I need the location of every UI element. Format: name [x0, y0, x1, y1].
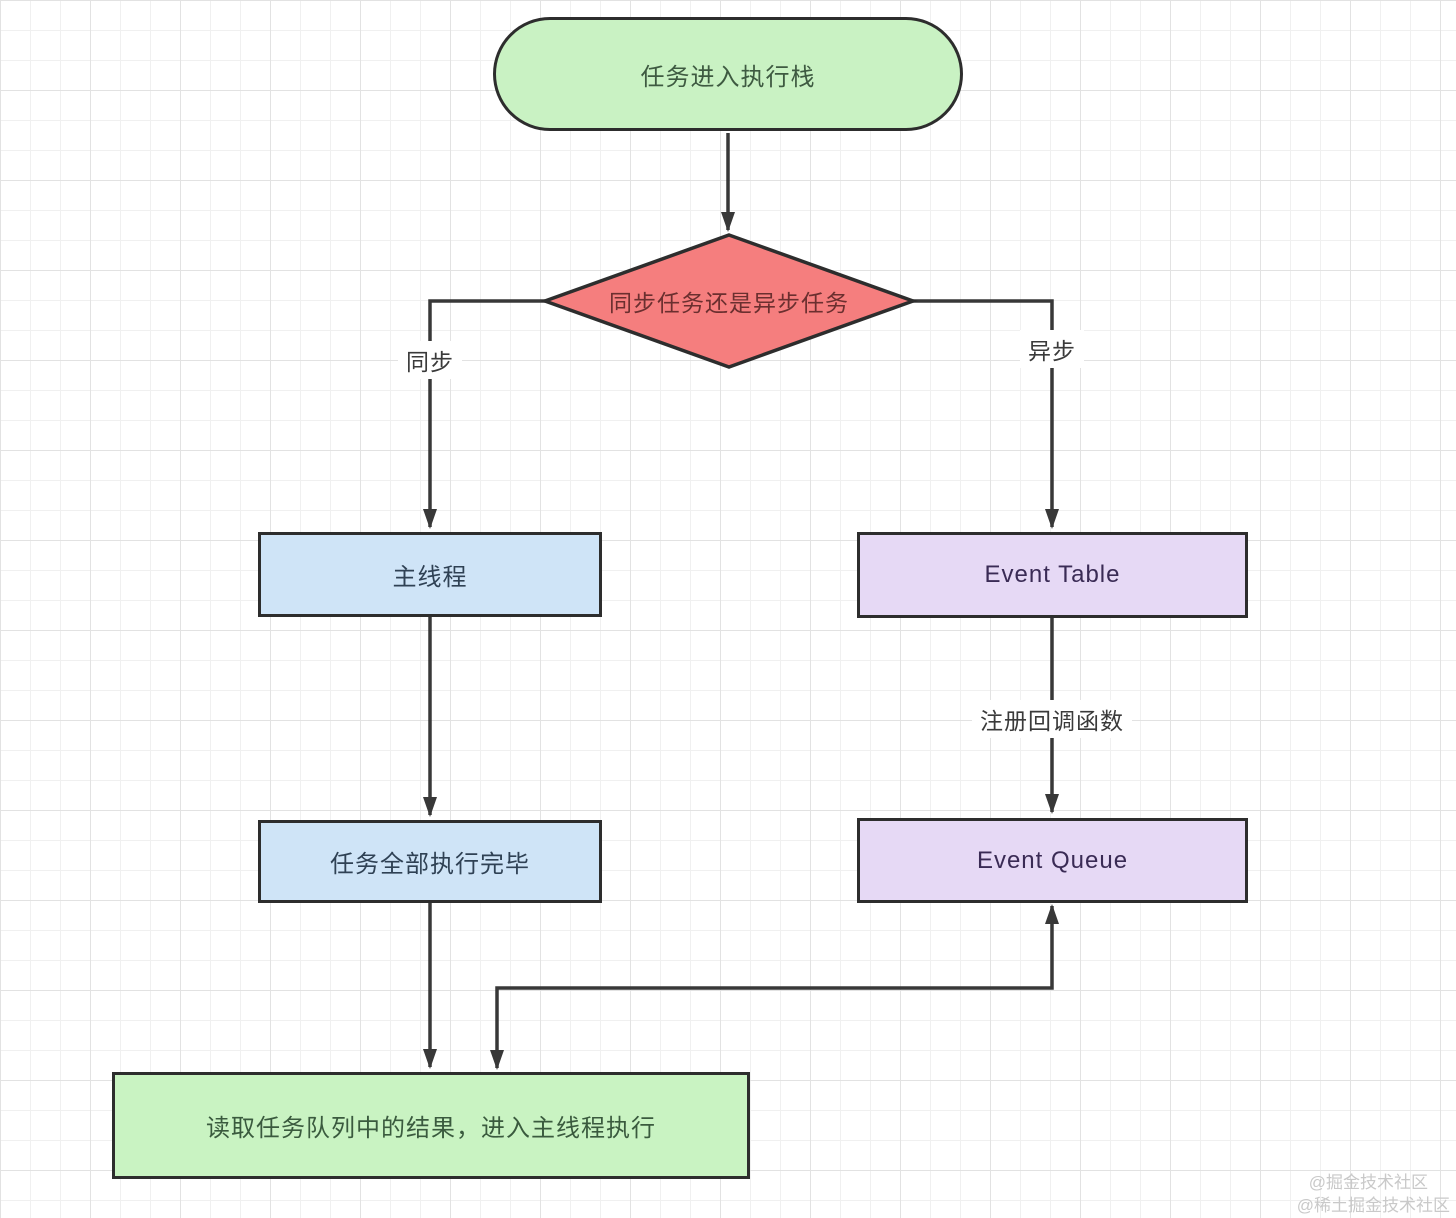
node-event-queue: Event Queue [857, 818, 1248, 903]
node-sync-or-async-decision-label: 同步任务还是异步任务 [609, 290, 849, 316]
node-event-table: Event Table [857, 532, 1248, 618]
node-task-enters-stack-label: 任务进入执行栈 [640, 63, 816, 91]
node-sync-or-async-decision: 同步任务还是异步任务 [545, 235, 913, 367]
node-task-enters-stack: 任务进入执行栈 [493, 17, 963, 131]
node-read-task-queue-result-label: 读取任务队列中的结果，进入主线程执行 [206, 1115, 656, 1142]
connector-decision-to-main-thread [423, 299, 545, 529]
node-all-tasks-finished: 任务全部执行完毕 [258, 820, 602, 903]
watermark-juejin: @掘金技术社区 [1308, 1173, 1428, 1192]
edge-label-async: 异步 [1020, 330, 1084, 368]
node-read-task-queue-result: 读取任务队列中的结果，进入主线程执行 [112, 1072, 750, 1179]
connector-decision-to-event-table [913, 299, 1059, 529]
watermark-xitu-juejin: @稀土掘金技术社区 [1296, 1196, 1450, 1215]
edge-label-sync: 同步 [398, 341, 462, 379]
edge-label-register-callback: 注册回调函数 [972, 700, 1132, 738]
node-main-thread-label: 主线程 [392, 564, 468, 591]
connector-read-queue-event-queue [490, 904, 1059, 1070]
node-main-thread: 主线程 [258, 532, 602, 617]
node-event-table-label: Event Table [984, 561, 1121, 588]
decision-diamond-shape [539, 233, 919, 369]
node-event-queue-label: Event Queue [976, 846, 1129, 874]
node-all-tasks-finished-label: 任务全部执行完毕 [330, 851, 530, 878]
